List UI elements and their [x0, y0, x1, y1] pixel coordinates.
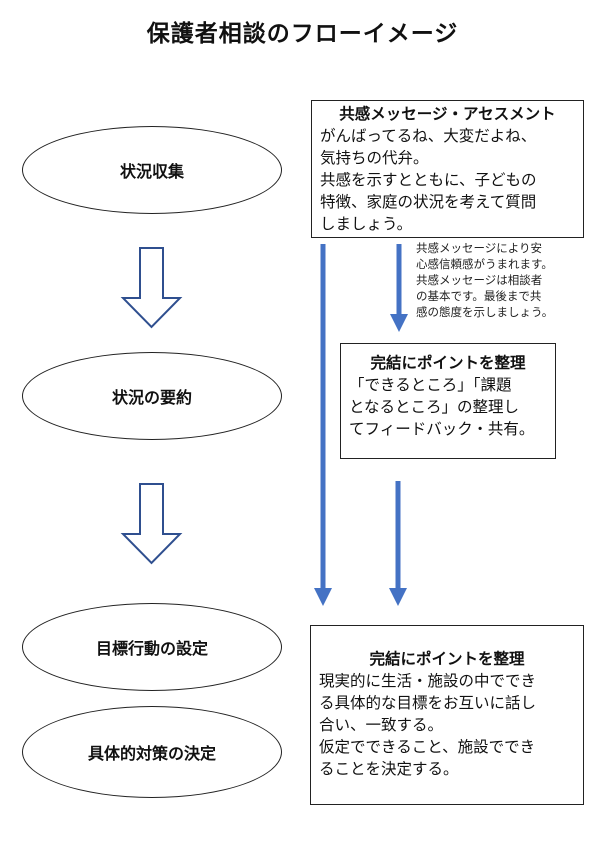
- step-ellipse-goal: 目標行動の設定: [22, 603, 282, 691]
- note-line: 共感メッセージにより安: [416, 241, 543, 255]
- box-line: 気持ちの代弁。: [320, 149, 429, 167]
- step-ellipse-collect: 状況収集: [22, 126, 282, 214]
- box-line: 仮定でできること、施設ででき: [319, 738, 536, 756]
- box-line: ることを決定する。: [319, 760, 459, 778]
- box-line: 共感を示すとともに、子どもの: [320, 171, 537, 189]
- step-label: 具体的対策の決定: [87, 744, 216, 763]
- step-label: 状況収集: [119, 162, 184, 181]
- box-line: る具体的な目標をお互いに話し: [319, 694, 537, 712]
- down-arrow-outline-icon: [120, 247, 183, 329]
- arrow-head-icon: [314, 588, 332, 606]
- box-line: がんばってるね、大変だよね、: [320, 127, 537, 145]
- step-label: 目標行動の設定: [95, 639, 208, 658]
- arrow-head-icon: [390, 314, 408, 332]
- side-note: 共感メッセージにより安 心感信頼感がうまれます。 共感メッセージは相談者 の基本…: [416, 240, 553, 320]
- note-line: 感の態度を示しましょう。: [416, 305, 554, 319]
- note-line: の基本です。最後まで共: [416, 289, 542, 303]
- goal-box: 完結にポイントを整理 現実的に生活・施設の中ででき る具体的な目標をお互いに話し…: [310, 625, 584, 805]
- empathy-box: 共感メッセージ・アセスメント がんばってるね、大変だよね、 気持ちの代弁。 共感…: [311, 100, 584, 238]
- arrow-head-icon: [389, 588, 407, 606]
- box-line: てフィードバック・共有。: [349, 420, 535, 438]
- box-heading: 完結にポイントを整理: [369, 650, 525, 668]
- box-heading: 完結にポイントを整理: [370, 354, 526, 372]
- box-line: 特徴、家庭の状況を考えて質問: [320, 193, 537, 211]
- box-heading: 共感メッセージ・アセスメント: [339, 105, 556, 123]
- box-line: しましょう。: [320, 215, 413, 233]
- box-line: 「できるところ」「課題: [349, 376, 512, 394]
- box-line: 現実的に生活・施設の中ででき: [319, 672, 537, 690]
- page-title: 保護者相談のフローイメージ: [146, 21, 459, 47]
- summary-box: 完結にポイントを整理 「できるところ」「課題 となるところ」の整理し てフィード…: [340, 343, 556, 459]
- step-label: 状況の要約: [111, 388, 192, 407]
- step-ellipse-decide: 具体的対策の決定: [22, 706, 282, 798]
- note-line: 心感信頼感がうまれます。: [416, 257, 553, 271]
- box-line: となるところ」の整理し: [349, 398, 520, 416]
- down-arrow-outline-icon: [120, 483, 183, 565]
- box-line: 合い、一致する。: [319, 716, 444, 734]
- note-line: 共感メッセージは相談者: [416, 273, 543, 287]
- step-ellipse-summary: 状況の要約: [22, 352, 282, 440]
